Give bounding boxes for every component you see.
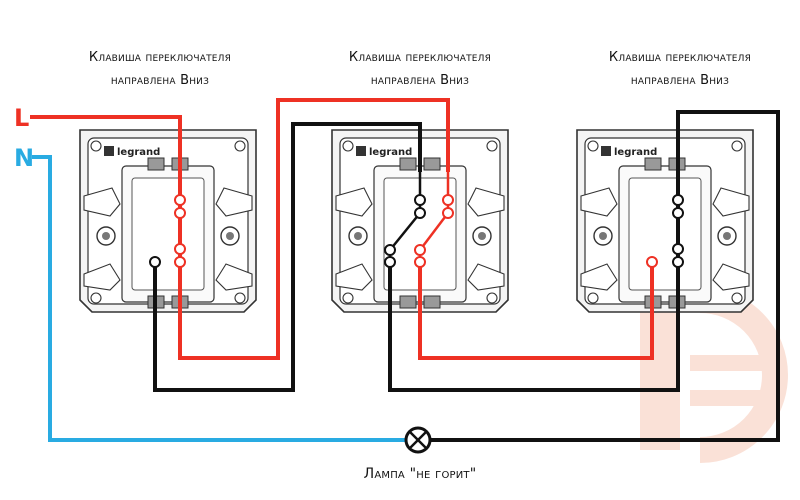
caption-middle: Клавиша переключателя направлена Вниз bbox=[315, 46, 525, 92]
neutral-label: N bbox=[14, 144, 34, 172]
brand-left: legrand bbox=[117, 147, 160, 158]
caption-right-line1: Клавиша переключателя bbox=[608, 50, 752, 65]
neutral-wire bbox=[32, 155, 405, 442]
brand-right: legrand bbox=[614, 147, 657, 158]
watermark-logo-icon bbox=[640, 287, 788, 463]
traveler-red-left bbox=[178, 98, 450, 360]
legrand-logo-icon: legrand bbox=[601, 146, 657, 158]
caption-left-line1: Клавиша переключателя bbox=[88, 50, 232, 65]
brand-middle: legrand bbox=[369, 147, 412, 158]
switch-right bbox=[576, 129, 754, 313]
lamp-caption: Лампа "не горит" bbox=[363, 466, 477, 482]
caption-right: Клавиша переключателя направлена Вниз bbox=[575, 46, 785, 92]
legrand-logo-icon: legrand bbox=[356, 146, 412, 158]
legrand-logo-icon: legrand bbox=[104, 146, 160, 158]
switch-left bbox=[79, 129, 257, 313]
lamp-icon bbox=[404, 426, 432, 454]
line-label: L bbox=[14, 104, 29, 132]
traveler-red-middle bbox=[418, 262, 654, 360]
caption-right-line2: направлена Вниз bbox=[630, 73, 730, 88]
caption-left-line2: направлена Вниз bbox=[110, 73, 210, 88]
traveler-black-middle bbox=[388, 110, 780, 442]
contacts-right bbox=[646, 172, 684, 268]
caption-middle-line2: направлена Вниз bbox=[370, 73, 470, 88]
contacts-middle bbox=[384, 172, 454, 268]
contacts-left bbox=[149, 172, 186, 268]
traveler-black-left bbox=[153, 122, 422, 392]
caption-left: Клавиша переключателя направлена Вниз bbox=[55, 46, 265, 92]
caption-middle-line1: Клавиша переключателя bbox=[348, 50, 492, 65]
